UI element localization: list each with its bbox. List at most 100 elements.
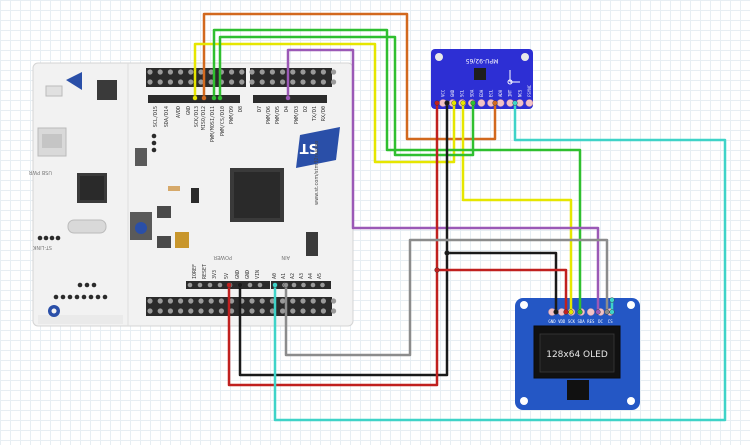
header-pin	[247, 282, 253, 288]
tx-rx-pin	[77, 282, 83, 288]
jumper-pin	[151, 140, 157, 146]
header-pin	[147, 79, 153, 85]
board-url: www.st.com/stm32nucleo	[314, 141, 320, 205]
header-pin	[280, 298, 286, 304]
usb-connector	[37, 127, 67, 157]
st-link-label: ST-LINK	[32, 244, 52, 250]
black-wire[interactable]	[238, 251, 558, 377]
ain-pin-label: A5	[317, 273, 323, 279]
header-pin	[157, 308, 163, 314]
swd-pin	[74, 294, 80, 300]
ain-pin-label: A0	[272, 273, 278, 279]
sensor-pin[interactable]	[496, 99, 505, 107]
header-pin	[208, 308, 214, 314]
wires	[192, 12, 727, 422]
cn-connector	[306, 232, 318, 256]
stlink-pin	[43, 235, 49, 241]
header-pin	[300, 79, 306, 85]
header-pin	[178, 298, 184, 304]
green-wire-2[interactable]	[218, 35, 475, 157]
wire-end	[451, 100, 457, 106]
yellow-wire-2[interactable]	[461, 103, 573, 312]
header-pin	[207, 282, 213, 288]
wire-end	[609, 309, 615, 315]
green-wire[interactable]	[212, 28, 582, 312]
sensor-pin-label: SCL	[460, 89, 465, 97]
small-chip	[97, 80, 117, 100]
sensor-pin[interactable]	[525, 99, 534, 107]
reset-button[interactable]	[135, 148, 147, 166]
header-pin	[300, 308, 306, 314]
header-pin	[300, 298, 306, 304]
user-button[interactable]	[135, 222, 147, 234]
header-pin	[187, 282, 193, 288]
oled-pin-label: SDA	[577, 319, 585, 324]
cyan-wire[interactable]	[273, 103, 727, 422]
wire-end	[563, 309, 569, 315]
header-pin	[320, 79, 326, 85]
stlink-pin	[49, 235, 55, 241]
header-pin	[257, 282, 263, 288]
header-label: PWM/CS/D10	[220, 106, 226, 136]
ain-pin-label: A1	[281, 273, 287, 279]
ain-label: AIN	[281, 254, 290, 260]
header-pin	[178, 69, 184, 75]
stlink-chip	[77, 173, 107, 203]
wire-end	[283, 282, 289, 288]
header-pin	[218, 308, 224, 314]
wire-end	[211, 95, 217, 101]
oled-pin-label: GND	[548, 319, 556, 324]
purple-wire[interactable]	[286, 48, 600, 312]
header-pin	[198, 79, 204, 85]
header-pin	[198, 69, 204, 75]
header-pin	[259, 308, 265, 314]
header-pin	[290, 69, 296, 75]
header-pin	[300, 69, 306, 75]
header-pin	[249, 79, 255, 85]
axis-icon	[507, 70, 520, 85]
crystal-oscillator	[67, 219, 107, 234]
header-label: RX/D0	[321, 106, 327, 121]
wire-end	[201, 95, 207, 101]
sensor-pin-label: FSYNC	[527, 84, 532, 97]
header-label: PWM/D6	[266, 106, 272, 124]
header-label: PWM/D9	[229, 106, 235, 124]
yellow-wire[interactable]	[193, 42, 456, 164]
oled-ribbon	[567, 380, 589, 400]
sensor-pin-label: AD0	[498, 89, 503, 97]
brand-text: ST	[300, 140, 318, 155]
wire-end	[492, 100, 498, 106]
jumper	[191, 188, 199, 203]
orange-wire[interactable]	[202, 12, 497, 141]
wire-end	[192, 95, 198, 101]
wire-end	[272, 282, 278, 288]
sensor-pin-label: ECL	[489, 89, 494, 97]
wire-end	[577, 309, 583, 315]
oled-pin[interactable]	[587, 308, 595, 316]
mbed-logo	[66, 72, 82, 90]
usb-pwr-label: USB PWR	[28, 169, 52, 175]
gear-icon	[48, 305, 60, 317]
header-pin	[229, 69, 235, 75]
gray-wire[interactable]	[284, 238, 609, 357]
tx-rx-pin	[84, 282, 90, 288]
header-pin	[157, 79, 163, 85]
sensor-pin-label: INT	[508, 89, 513, 97]
header-pin	[218, 298, 224, 304]
header-pin	[269, 69, 275, 75]
header-pin	[280, 79, 286, 85]
oled-pin-label: VDD	[558, 319, 566, 324]
header-pin	[188, 298, 194, 304]
sensor-pin[interactable]	[477, 99, 486, 107]
sensor-pin-label: EDA	[479, 89, 484, 97]
header-pin	[167, 79, 173, 85]
header-pin	[331, 69, 337, 75]
mcu-chip	[230, 168, 284, 222]
red-wire[interactable]	[227, 268, 568, 387]
wire-end	[217, 95, 223, 101]
header-pin	[280, 308, 286, 314]
header-pin	[229, 298, 235, 304]
header-pin	[157, 69, 163, 75]
